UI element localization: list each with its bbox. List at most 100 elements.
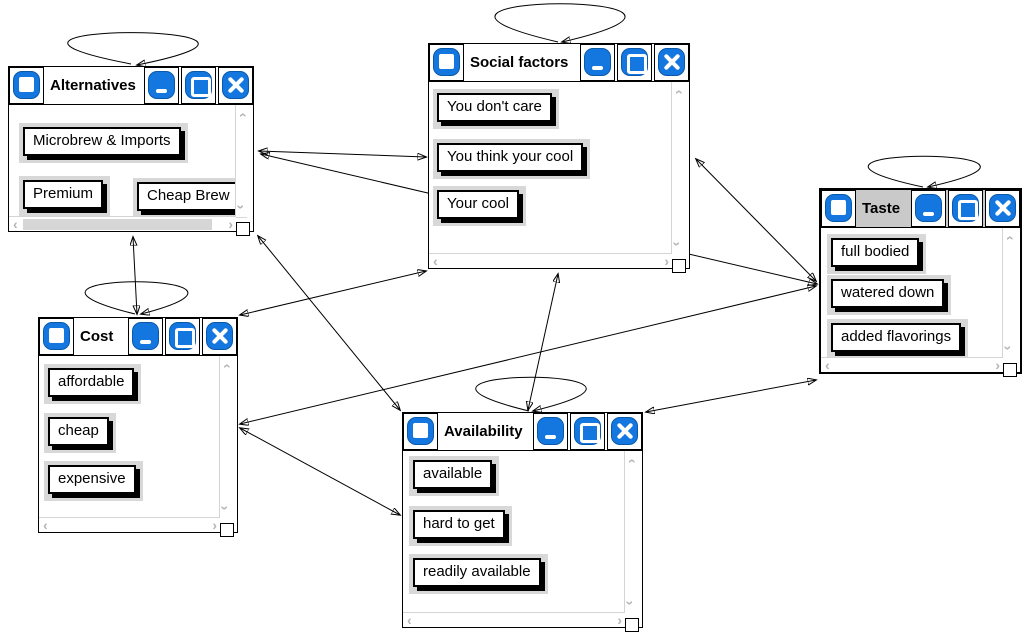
close-button[interactable] [985, 190, 1020, 227]
resize-grip[interactable] [236, 222, 250, 236]
self-loop-social-factors [494, 3, 626, 42]
scroll-down-icon[interactable]: › [217, 505, 234, 511]
scroll-left-icon[interactable]: ‹ [407, 612, 412, 628]
system-menu-button[interactable] [9, 67, 44, 104]
resize-grip[interactable] [672, 259, 686, 273]
scroll-down-icon[interactable]: › [1000, 345, 1017, 351]
maximize-button[interactable] [165, 318, 200, 355]
concept-button-premium[interactable]: Premium [19, 176, 111, 216]
concept-button-added-flavorings[interactable]: added flavorings [827, 319, 969, 359]
maximize-button[interactable] [948, 190, 983, 227]
scroll-left-icon[interactable]: ‹ [825, 357, 830, 373]
vertical-scrollbar[interactable]: › › [217, 356, 237, 518]
scroll-up-icon[interactable]: › [233, 112, 250, 118]
scroll-right-icon[interactable]: › [228, 216, 233, 232]
horizontal-scrollbar[interactable]: ‹ › [9, 216, 236, 231]
horizontal-scrollbar[interactable]: ‹ › [429, 253, 672, 268]
concept-button-affordable[interactable]: affordable [44, 364, 142, 404]
self-loop-alternatives [67, 32, 199, 65]
scroll-left-icon[interactable]: ‹ [43, 517, 48, 533]
minimize-button[interactable] [128, 318, 163, 355]
minimize-icon [132, 322, 159, 350]
system-menu-button[interactable] [429, 44, 464, 81]
scroll-up-icon[interactable]: › [622, 458, 639, 464]
titlebar[interactable]: Alternatives [9, 67, 253, 105]
minimize-button[interactable] [580, 44, 615, 81]
scroll-right-icon[interactable]: › [617, 612, 622, 628]
edge-availability-taste [646, 380, 816, 412]
vertical-scrollbar[interactable]: › › [1000, 228, 1020, 358]
concept-button-you-think-your-cool[interactable]: You think your cool [433, 139, 591, 179]
concept-button-expensive[interactable]: expensive [44, 461, 143, 501]
close-button[interactable] [607, 413, 642, 450]
vertical-scrollbar[interactable]: › › [669, 82, 689, 254]
horizontal-scrollbar[interactable]: ‹ › [39, 517, 220, 532]
edge-cost-availability [240, 428, 400, 515]
concept-button-watered-down[interactable]: watered down [827, 275, 952, 315]
scrollbar-thumb[interactable] [23, 219, 212, 230]
maximize-icon [169, 322, 196, 350]
close-button[interactable] [218, 67, 253, 104]
system-menu-button[interactable] [821, 190, 856, 227]
system-menu-button[interactable] [403, 413, 438, 450]
edge-social-factors-taste [696, 159, 816, 281]
scroll-right-icon[interactable]: › [995, 357, 1000, 373]
close-button[interactable] [654, 44, 689, 81]
self-loop-taste [867, 155, 981, 187]
concept-button-full-bodied[interactable]: full bodied [827, 234, 927, 274]
maximize-button[interactable] [570, 413, 605, 450]
scroll-right-icon[interactable]: › [664, 253, 669, 269]
scroll-up-icon[interactable]: › [1000, 235, 1017, 241]
concept-button-cheap[interactable]: cheap [44, 413, 116, 453]
horizontal-scrollbar[interactable]: ‹ › [403, 612, 625, 627]
concept-button-cheap-brew[interactable]: Cheap Brew [133, 178, 247, 218]
minimize-icon [915, 194, 942, 222]
scroll-down-icon[interactable]: › [233, 204, 250, 210]
scroll-down-icon[interactable]: › [669, 241, 686, 247]
titlebar[interactable]: Availability [403, 413, 642, 451]
concept-button-hard-to-get[interactable]: hard to get [409, 506, 512, 546]
minimize-button[interactable] [911, 190, 946, 227]
maximize-icon [185, 71, 212, 99]
resize-grip[interactable] [1003, 363, 1017, 377]
scroll-up-icon[interactable]: › [217, 363, 234, 369]
scroll-right-icon[interactable]: › [212, 517, 217, 533]
maximize-button[interactable] [617, 44, 652, 81]
resize-grip[interactable] [625, 618, 639, 632]
window-title: Cost [80, 328, 114, 345]
concept-button-you-dont-care[interactable]: You don't care [433, 89, 559, 129]
titlebar[interactable]: Cost [39, 318, 237, 356]
titlebar[interactable]: Social factors [429, 44, 689, 82]
window-title: Social factors [470, 54, 569, 71]
edge-alternatives-cost [133, 237, 137, 314]
close-button[interactable] [202, 318, 237, 355]
window-title: Taste [862, 200, 901, 217]
resize-grip[interactable] [220, 523, 234, 537]
vertical-scrollbar[interactable]: › › [233, 105, 253, 217]
system-menu-button[interactable] [39, 318, 74, 355]
concept-button-microbrew-imports[interactable]: Microbrew & Imports [19, 123, 188, 163]
concept-button-readily-available[interactable]: readily available [409, 554, 548, 594]
scroll-up-icon[interactable]: › [669, 89, 686, 95]
minimize-button[interactable] [144, 67, 179, 104]
vertical-scrollbar[interactable]: › › [622, 451, 642, 613]
concept-button-your-cool[interactable]: Your cool [433, 186, 526, 226]
horizontal-scrollbar[interactable]: ‹ › [821, 357, 1003, 372]
window-availability: Availability available hard to get readi… [402, 412, 643, 632]
minimize-icon [148, 71, 175, 99]
scroll-left-icon[interactable]: ‹ [13, 216, 18, 232]
close-icon [222, 71, 249, 99]
minimize-icon [584, 48, 611, 76]
minimize-button[interactable] [533, 413, 568, 450]
close-icon [611, 417, 638, 445]
close-icon [206, 322, 233, 350]
scroll-left-icon[interactable]: ‹ [433, 253, 438, 269]
scroll-down-icon[interactable]: › [622, 600, 639, 606]
edge-cost-taste [240, 286, 816, 424]
window-title: Alternatives [50, 77, 136, 94]
concept-button-available[interactable]: available [409, 456, 500, 496]
close-icon [989, 194, 1016, 222]
titlebar[interactable]: Taste [821, 190, 1020, 228]
maximize-button[interactable] [181, 67, 216, 104]
